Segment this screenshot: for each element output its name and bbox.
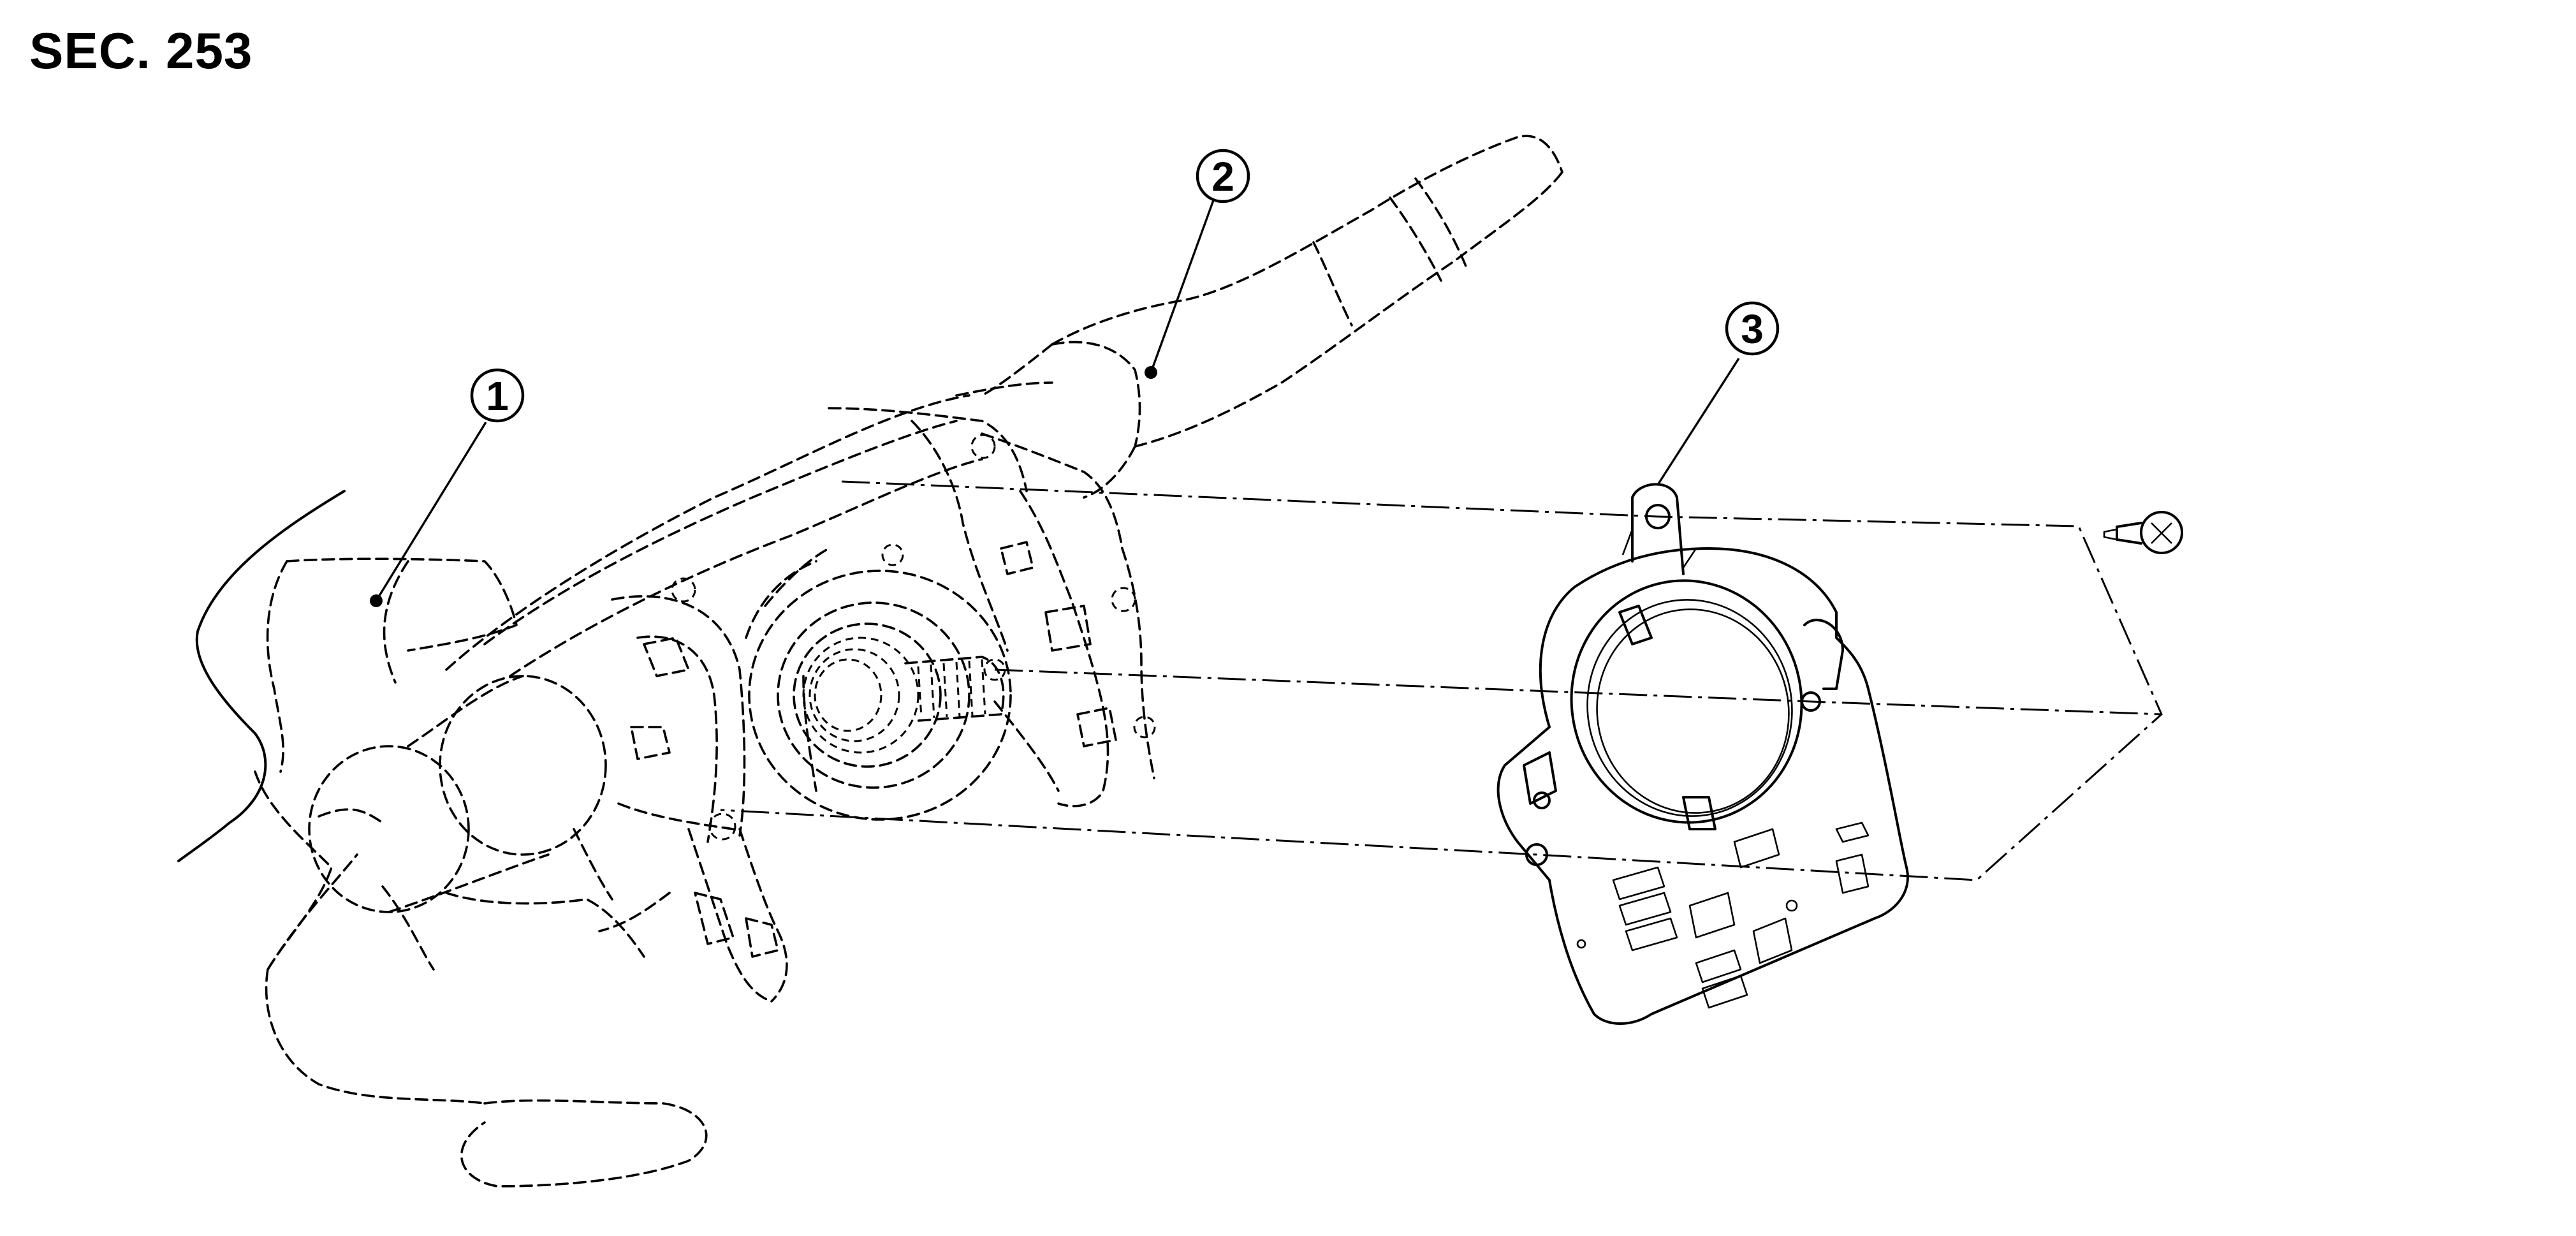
screw-fastener-shape [2103, 511, 2183, 554]
switch-body-shape [445, 394, 983, 1003]
column-cover-outline [177, 490, 346, 862]
switch-right-block [828, 407, 1156, 807]
assembly-lines [720, 480, 2163, 881]
switch-center-boss [745, 543, 1012, 821]
section-label: SEC. 253 [29, 22, 253, 79]
callout-1: 1 [470, 368, 525, 423]
combination-switch-lever-shape [955, 135, 1563, 499]
combination-switch-base-shape [254, 557, 708, 1188]
callout-1-number: 1 [486, 373, 509, 419]
callout-2: 2 [1196, 149, 1250, 203]
leader-lines [370, 200, 1740, 607]
callout-2-number: 2 [1211, 154, 1234, 200]
callout-3-number: 3 [1741, 306, 1764, 352]
callout-3: 3 [1725, 301, 1780, 356]
steering-angle-sensor-shape [1497, 483, 1909, 1025]
